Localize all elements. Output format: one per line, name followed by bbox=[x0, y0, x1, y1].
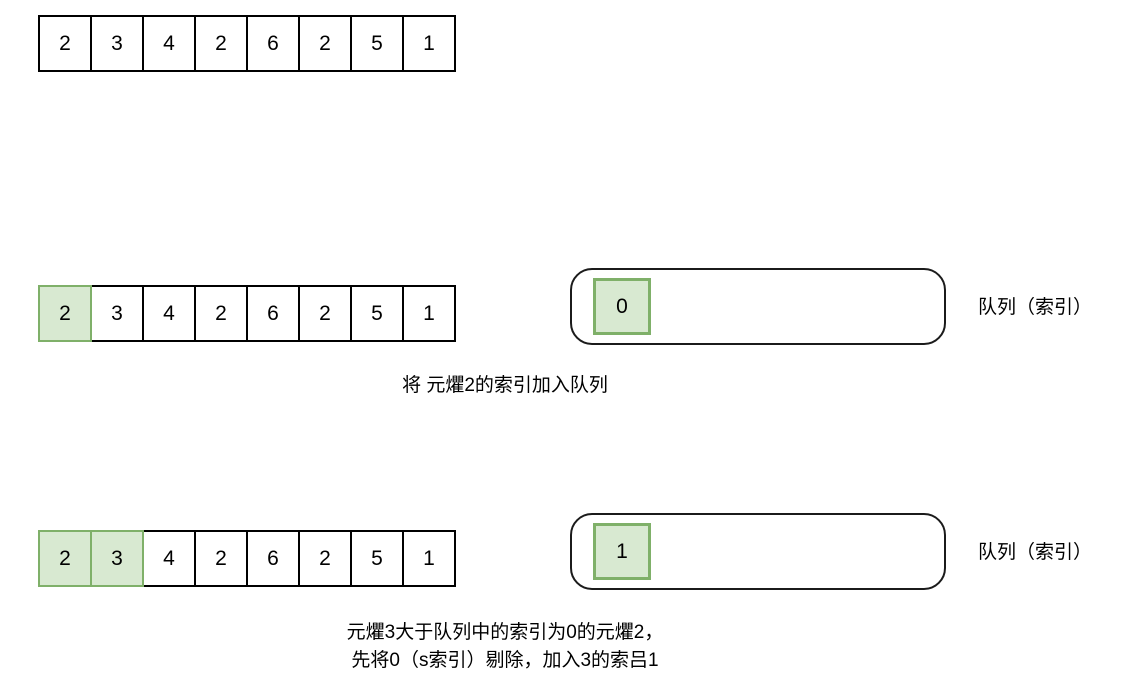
array-cell: 4 bbox=[142, 285, 196, 342]
array-cell: 1 bbox=[402, 15, 456, 72]
queue-box-step-push: 0 bbox=[570, 268, 946, 345]
queue-label-step-pop-push: 队列（索引） bbox=[978, 542, 1093, 563]
array-cell: 2 bbox=[38, 15, 92, 72]
array-cell: 2 bbox=[38, 530, 92, 587]
array-cell: 2 bbox=[298, 530, 352, 587]
array-cell: 1 bbox=[402, 530, 456, 587]
array-cell: 2 bbox=[194, 285, 248, 342]
array-cell: 2 bbox=[298, 15, 352, 72]
array-cell: 2 bbox=[38, 285, 92, 342]
array-cell: 4 bbox=[142, 530, 196, 587]
queue-label-step-push: 队列（索引） bbox=[978, 297, 1093, 318]
queue-item: 1 bbox=[593, 523, 651, 580]
array-cell: 6 bbox=[246, 530, 300, 587]
queue-item: 0 bbox=[593, 278, 651, 335]
array-cell: 6 bbox=[246, 15, 300, 72]
array-cell: 4 bbox=[142, 15, 196, 72]
array-cell: 2 bbox=[298, 285, 352, 342]
array-cell: 1 bbox=[402, 285, 456, 342]
array-cell: 2 bbox=[194, 530, 248, 587]
array-cell: 3 bbox=[90, 15, 144, 72]
array-cell: 6 bbox=[246, 285, 300, 342]
caption-step-pop-push-line1: 元爠3大于队列中的索引为0的元爠2， bbox=[346, 622, 664, 643]
queue-box-step-pop-push: 1 bbox=[570, 513, 946, 590]
caption-step-push: 将 元爠2的索引加入队列 bbox=[402, 375, 608, 396]
array-cell: 5 bbox=[350, 530, 404, 587]
array-cell: 3 bbox=[90, 530, 144, 587]
caption-step-pop-push-line2: 先将0（s索引）剔除，加入3的索吕1 bbox=[351, 650, 659, 671]
array-cell: 2 bbox=[194, 15, 248, 72]
array-cell: 5 bbox=[350, 285, 404, 342]
array-cell: 3 bbox=[90, 285, 144, 342]
array-cell: 5 bbox=[350, 15, 404, 72]
